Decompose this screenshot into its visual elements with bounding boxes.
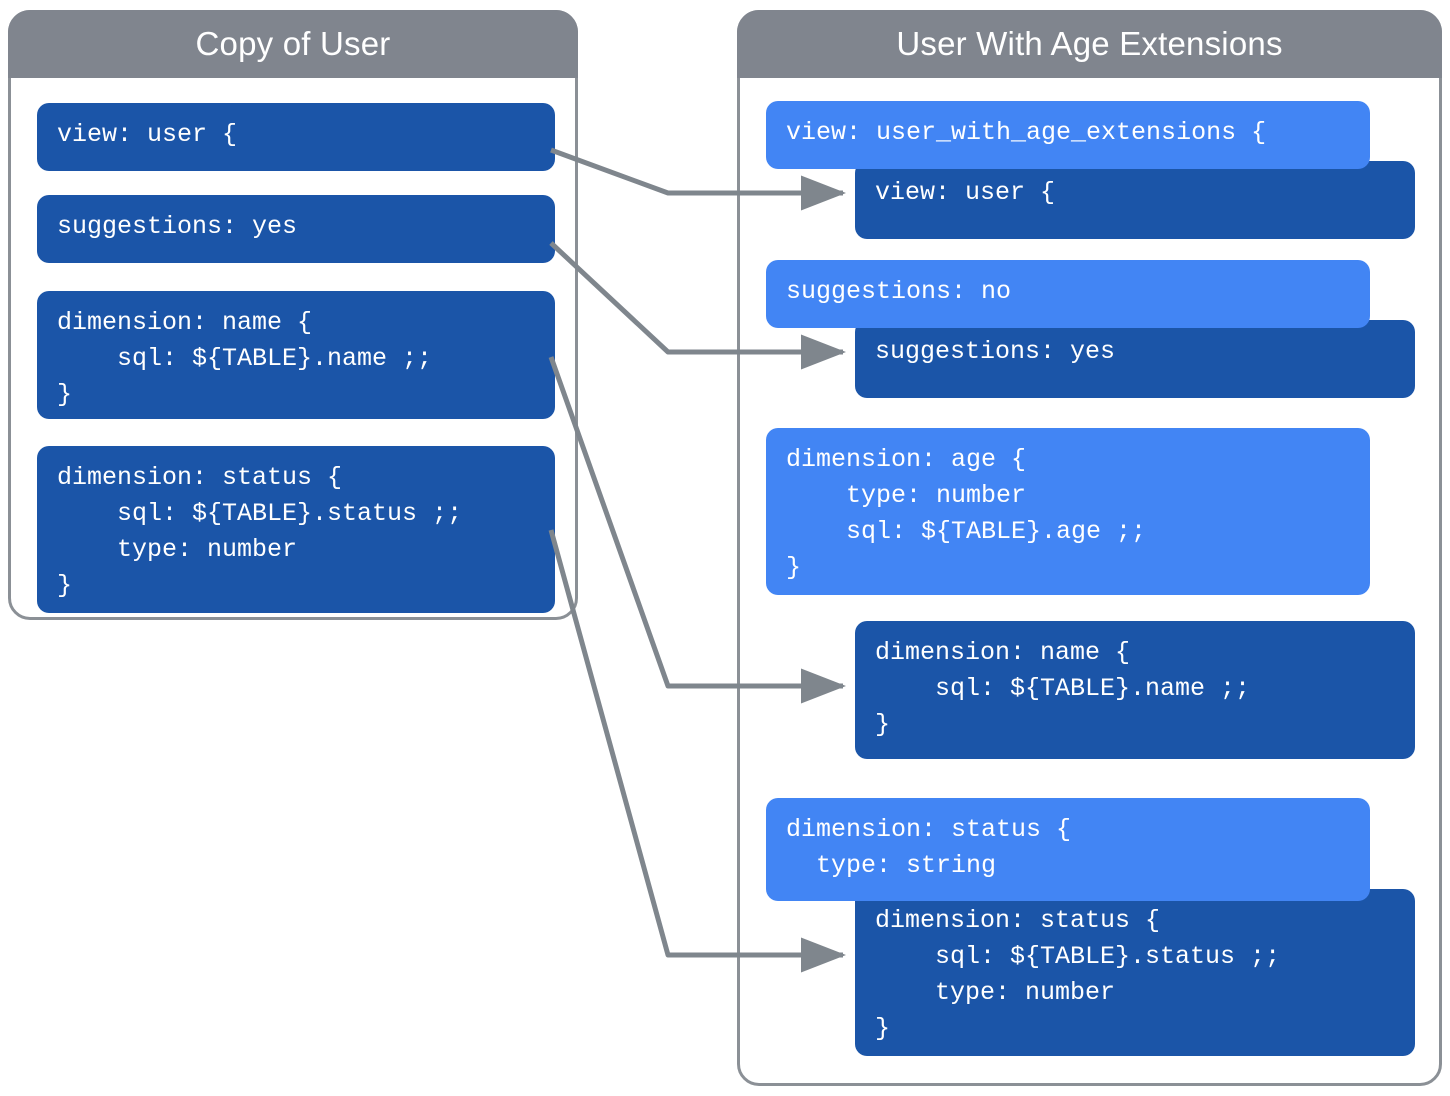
panel-right-title: User With Age Extensions — [737, 10, 1442, 78]
code-block-dimension-status[interactable]: dimension: status { sql: ${TABLE}.status… — [37, 446, 555, 613]
code-block-dimension-name-base[interactable]: dimension: name { sql: ${TABLE}.name ;; … — [855, 621, 1415, 759]
code-block-view-base[interactable]: view: user { — [855, 161, 1415, 239]
code-block-dimension-status-base[interactable]: dimension: status { sql: ${TABLE}.status… — [855, 889, 1415, 1056]
panel-copy-of-user: Copy of User view: user { suggestions: y… — [8, 10, 578, 620]
code-block-dimension-status-extension[interactable]: dimension: status { type: string — [766, 798, 1370, 901]
code-block-dimension-age[interactable]: dimension: age { type: number sql: ${TAB… — [766, 428, 1370, 595]
code-block-suggestions[interactable]: suggestions: yes — [37, 195, 555, 263]
panel-left-title: Copy of User — [8, 10, 578, 78]
code-block-view[interactable]: view: user { — [37, 103, 555, 171]
panel-user-with-age-extensions: User With Age Extensions view: user_with… — [737, 10, 1442, 1086]
code-block-suggestions-extension[interactable]: suggestions: no — [766, 260, 1370, 328]
code-block-view-extension[interactable]: view: user_with_age_extensions { — [766, 101, 1370, 169]
code-block-suggestions-base[interactable]: suggestions: yes — [855, 320, 1415, 398]
code-block-dimension-name[interactable]: dimension: name { sql: ${TABLE}.name ;; … — [37, 291, 555, 419]
